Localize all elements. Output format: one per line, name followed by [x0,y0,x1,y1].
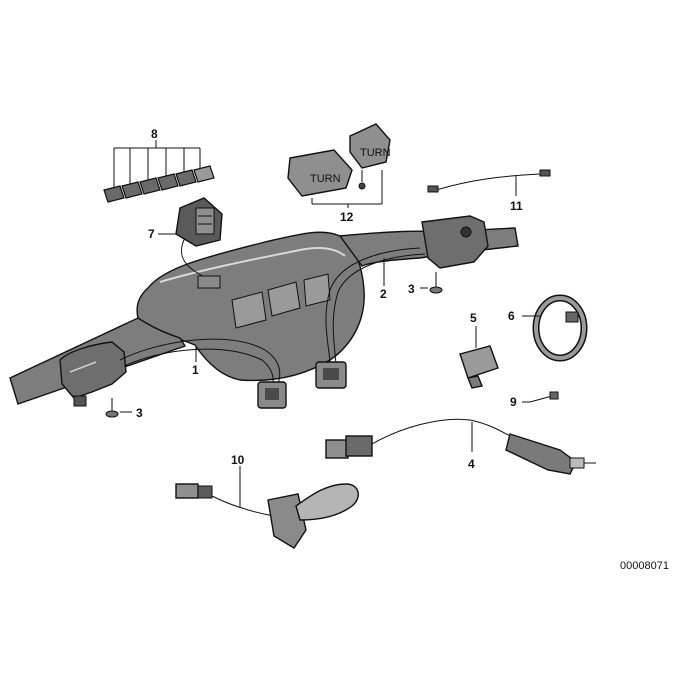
band-clamp-6 [522,294,588,362]
button-caps-8 [103,140,215,203]
screw-3-left [73,395,132,418]
callout-8: 8 [151,127,158,141]
reference-code: 00008071 [620,560,669,572]
cover-label-right: TURN [360,147,391,159]
clip-5 [459,326,499,389]
callout-4: 4 [468,457,475,471]
switch-module-7 [175,197,223,247]
callout-labels: 1 2 3 3 4 5 6 7 8 9 10 11 12 [136,127,523,471]
wiring-harness [119,235,426,409]
callout-5: 5 [470,311,477,325]
callout-3-right: 3 [408,282,415,296]
callout-1: 1 [192,363,199,377]
callout-10: 10 [231,453,245,467]
handlebar-fairing [9,215,519,405]
switch-covers-12: TURN TURN [287,123,391,208]
cable-11 [427,169,551,196]
sensor-cable-4 [325,418,596,475]
cover-label-left: TURN [310,173,341,185]
callout-12: 12 [340,210,354,224]
callout-6: 6 [508,309,515,323]
bolt-9 [522,391,559,403]
callout-11: 11 [510,199,523,213]
sensor-bracket-10 [175,466,359,549]
callout-9: 9 [510,395,517,409]
screw-3-right [420,272,443,294]
callout-7: 7 [148,227,155,241]
callout-2: 2 [380,287,387,301]
callout-3-left: 3 [136,406,143,420]
